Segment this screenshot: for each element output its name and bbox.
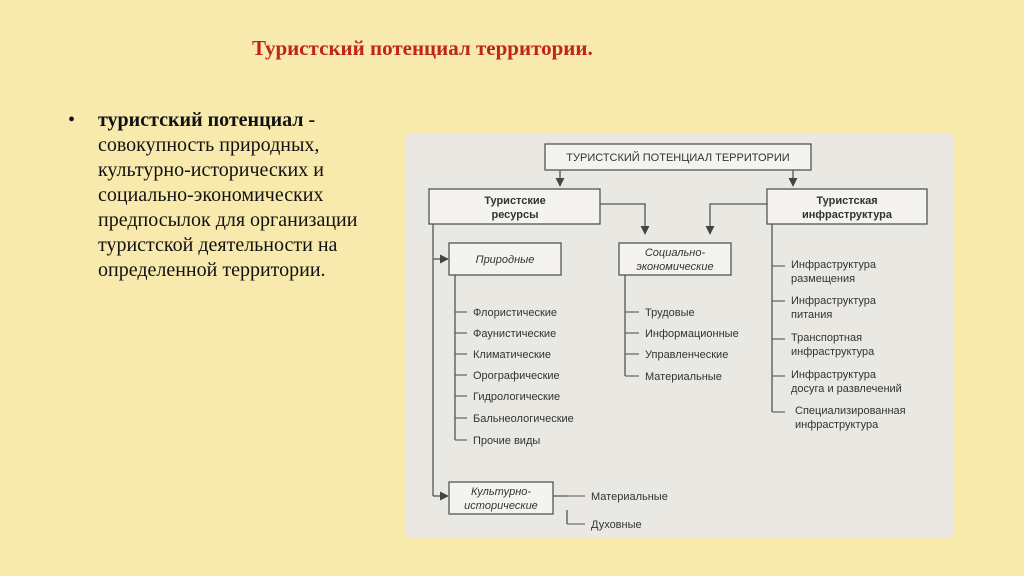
tourism-potential-diagram: ТУРИСТСКИЙ ПОТЕНЦИАЛ ТЕРРИТОРИИ Туристск… (428, 143, 928, 531)
infrastructure-box (766, 188, 928, 225)
resources-box (428, 188, 601, 225)
natural-box (448, 242, 562, 276)
natural-label: Природные (476, 254, 535, 266)
natural-item: Фаунистические (473, 328, 556, 340)
natural-item: Флористические (473, 307, 557, 319)
natural-item: Климатические (473, 349, 551, 361)
socioeconomic-label-1: Социально- (645, 247, 706, 259)
item-ticks (455, 265, 785, 525)
natural-item: Орографические (473, 370, 560, 382)
natural-item: Бальнеологические (473, 413, 574, 425)
cultural-item: Материальные (591, 491, 668, 503)
cultural-label-2: исторические (464, 500, 538, 512)
arrow-resources-to-socio (600, 203, 650, 235)
definition-text: туристский потенциал - совокупность прир… (98, 108, 368, 283)
resources-label-1: Туристские (484, 195, 546, 207)
socioeconomic-label-2: экономические (636, 261, 713, 273)
socioeconomic-box (618, 242, 732, 276)
natural-item: Гидрологические (473, 391, 560, 403)
infra-item-line2: инфраструктура (795, 419, 879, 431)
infra-item-line2: досуга и развлечений (791, 383, 902, 395)
bullet-marker: • (68, 109, 76, 131)
infra-item-line1: Инфраструктура (791, 259, 877, 271)
infra-item-line1: Инфраструктура (791, 369, 877, 381)
slide-title: Туристский потенциал территории. (252, 36, 593, 60)
definition-body: совокупность природных, культурно-истори… (98, 134, 358, 281)
infra-item-line1: Специализированная (795, 405, 906, 417)
cultural-items-line (553, 495, 568, 524)
resources-label-2: ресурсы (491, 209, 538, 221)
arrow-infra-to-socio (705, 203, 767, 235)
root-box (544, 143, 812, 171)
cultural-box (448, 481, 554, 515)
infra-item-line2: питания (791, 309, 832, 321)
socioeconomic-item: Трудовые (645, 307, 695, 319)
socioeconomic-item: Материальные (645, 371, 722, 383)
definition-term: туристский потенциал - (98, 109, 316, 131)
infrastructure-label-1: Туристская (816, 195, 877, 207)
root-label: ТУРИСТСКИЙ ПОТЕНЦИАЛ ТЕРРИТОРИИ (566, 151, 789, 164)
infrastructure-label-2: инфраструктура (802, 209, 893, 221)
definition-bullet: • туристский потенциал - совокупность пр… (68, 108, 368, 283)
cultural-item: Духовные (591, 519, 642, 531)
socioeconomic-item: Информационные (645, 328, 739, 340)
cultural-label-1: Культурно- (471, 486, 531, 498)
socioeconomic-item: Управленческие (645, 349, 728, 361)
diagram-panel: ТУРИСТСКИЙ ПОТЕНЦИАЛ ТЕРРИТОРИИ Туристск… (405, 134, 954, 538)
infra-item-line2: инфраструктура (791, 346, 875, 358)
natural-item: Прочие виды (473, 435, 540, 447)
infra-item-line1: Инфраструктура (791, 295, 877, 307)
infra-item-line1: Транспортная (791, 332, 862, 344)
infra-item-line2: размещения (791, 273, 855, 285)
